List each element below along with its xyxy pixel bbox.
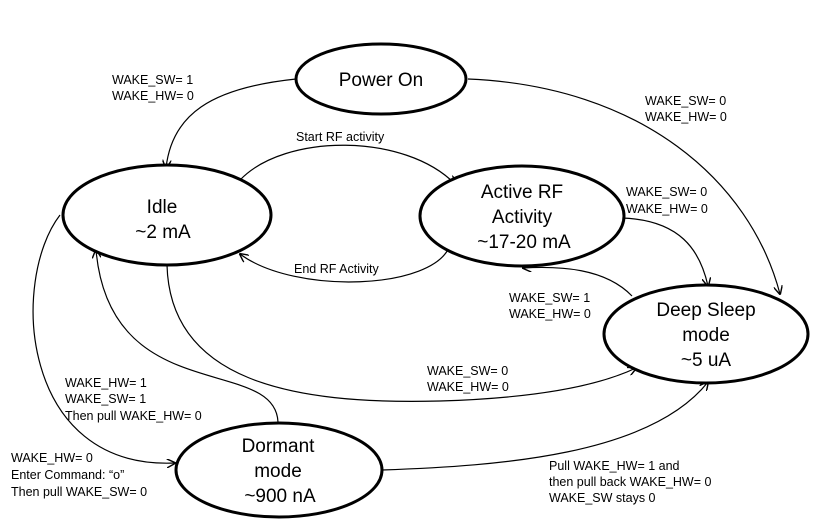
label-dormant-to-deep-line: Pull WAKE_HW= 1 and	[549, 459, 680, 473]
state-idle-name: Idle	[147, 197, 178, 218]
label-power-to-deep-line: WAKE_HW= 0	[645, 110, 727, 124]
edge-active-to-idle	[240, 244, 451, 283]
edge-idle-to-active	[239, 144, 455, 184]
state-deep-sleep: Deep Sleep mode ~5 uA	[602, 283, 810, 385]
state-deep-sleep-name: Deep Sleep	[656, 300, 755, 321]
edge-dormant-to-deep	[381, 382, 708, 471]
label-idle-to-active-line: Start RF activity	[296, 130, 385, 144]
state-dormant: Dormant mode ~900 nA	[174, 421, 384, 519]
label-active-to-idle-line: End RF Activity	[294, 262, 379, 276]
label-active-to-deep-line: WAKE_HW= 0	[626, 202, 708, 216]
state-deep-sleep-current: ~5 uA	[681, 350, 732, 371]
label-idle-to-dormant-line: Enter Command: “o”	[11, 468, 124, 482]
edge-deep-to-active	[523, 267, 633, 297]
edge-power-to-idle	[166, 78, 297, 168]
state-idle: Idle ~2 mA	[61, 163, 273, 267]
state-active-rf-current: ~17-20 mA	[477, 232, 571, 253]
label-deep-to-active-line: WAKE_HW= 0	[509, 307, 591, 321]
label-active-to-idle: End RF Activity	[294, 262, 379, 276]
edge-idle-to-deep	[166, 264, 636, 402]
label-power-to-idle-line: WAKE_SW= 1	[112, 73, 193, 87]
state-power-on: Power On	[294, 42, 468, 116]
state-dormant-name: Dormant	[242, 436, 316, 457]
label-deep-to-active-line: WAKE_SW= 1	[509, 291, 590, 305]
state-power-on-line: Power On	[339, 70, 423, 91]
label-dormant-to-deep: Pull WAKE_HW= 1 and then pull back WAKE_…	[549, 459, 712, 505]
label-dormant-to-deep-line: WAKE_SW stays 0	[549, 491, 656, 505]
edge-active-to-deep	[621, 217, 708, 286]
edge-power-to-deep	[467, 78, 780, 294]
label-deep-to-active: WAKE_SW= 1 WAKE_HW= 0	[509, 291, 591, 321]
label-power-to-idle: WAKE_SW= 1 WAKE_HW= 0	[112, 73, 194, 103]
label-active-to-deep: WAKE_SW= 0 WAKE_HW= 0	[626, 185, 708, 216]
edge-dormant-to-idle	[96, 250, 279, 423]
state-active-rf: Active RF Activity ~17-20 mA	[418, 164, 626, 268]
label-dormant-to-deep-line: then pull back WAKE_HW= 0	[549, 475, 712, 489]
label-dormant-to-idle-line: WAKE_HW= 1	[65, 376, 147, 390]
label-idle-to-deep: WAKE_SW= 0 WAKE_HW= 0	[427, 364, 509, 394]
label-power-to-deep: WAKE_SW= 0 WAKE_HW= 0	[645, 94, 727, 124]
state-dormant-current: ~900 nA	[244, 486, 316, 507]
label-idle-to-deep-line: WAKE_SW= 0	[427, 364, 508, 378]
label-idle-to-dormant-line: WAKE_HW= 0	[11, 451, 93, 465]
label-idle-to-dormant-line: Then pull WAKE_SW= 0	[11, 485, 147, 499]
label-idle-to-active: Start RF activity	[296, 130, 385, 144]
label-idle-to-deep-line: WAKE_HW= 0	[427, 380, 509, 394]
edge-idle-to-dormant	[32, 214, 175, 463]
label-power-to-idle-line: WAKE_HW= 0	[112, 89, 194, 103]
label-active-to-deep-line: WAKE_SW= 0	[626, 185, 707, 199]
label-power-to-deep-line: WAKE_SW= 0	[645, 94, 726, 108]
state-active-rf-name-2: Activity	[492, 207, 553, 228]
state-deep-sleep-name-2: mode	[682, 325, 730, 346]
label-dormant-to-idle-line: WAKE_SW= 1	[65, 392, 146, 406]
label-dormant-to-idle: WAKE_HW= 1 WAKE_SW= 1 Then pull WAKE_HW=…	[65, 376, 202, 423]
state-idle-current: ~2 mA	[135, 222, 191, 243]
label-dormant-to-idle-line: Then pull WAKE_HW= 0	[65, 409, 202, 423]
state-dormant-name-2: mode	[254, 461, 302, 482]
label-idle-to-dormant: WAKE_HW= 0 Enter Command: “o” Then pull …	[11, 451, 147, 499]
state-active-rf-name: Active RF	[481, 182, 563, 203]
